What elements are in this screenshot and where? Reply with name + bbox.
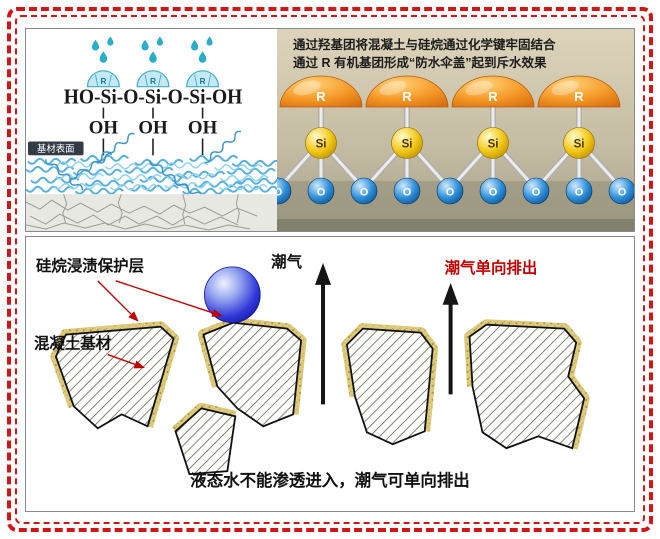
substrate-surface-badge: 基材表面 bbox=[27, 141, 84, 156]
si-atom-label: Si bbox=[316, 139, 327, 151]
o-atom-label: O bbox=[360, 187, 369, 199]
r-umbrella: R bbox=[537, 75, 621, 108]
moisture-label: 潮气 bbox=[271, 252, 302, 271]
r-group-label: R bbox=[100, 76, 106, 86]
bonding-caption-line-1: 通过羟基团将混凝土与硅烷通过化学键牢固结合 bbox=[293, 37, 556, 52]
concrete-tooth bbox=[171, 402, 237, 476]
r-umbrella-dome: R bbox=[86, 70, 120, 88]
concrete-tooth bbox=[197, 317, 307, 428]
o-atom: O bbox=[350, 177, 378, 205]
o-atom-label: O bbox=[618, 187, 627, 199]
oh-substrate-bond-lines bbox=[102, 138, 204, 156]
o-atom-label: O bbox=[403, 187, 412, 199]
o-atom-label: O bbox=[277, 187, 283, 199]
oh-label: OH bbox=[89, 117, 119, 138]
concrete-tooth bbox=[50, 321, 179, 430]
r-umbrella: R bbox=[279, 75, 363, 108]
concrete-tooth bbox=[464, 319, 590, 450]
si-atom: Si bbox=[477, 127, 509, 159]
substrate-annotation-arrow bbox=[107, 353, 145, 369]
concrete-crackle-texture bbox=[26, 194, 277, 231]
chemical-formula: HO-Si-O-Si-O-Si-OH bbox=[64, 85, 243, 109]
o-atom-label: O bbox=[575, 187, 584, 199]
o-atom: O bbox=[436, 177, 464, 205]
bonding-caption-line-2: 通过 R 有机基团形成“防水伞盖”起到斥水效果 bbox=[293, 55, 547, 70]
coating-annotation-arrow bbox=[97, 280, 139, 322]
moisture-up-arrow bbox=[315, 262, 331, 405]
oh-label: OH bbox=[138, 117, 168, 138]
si-atom-label: Si bbox=[488, 139, 499, 151]
r-umbrella: R bbox=[451, 75, 535, 108]
r-atom-label: R bbox=[488, 89, 498, 104]
concrete-tooth bbox=[341, 323, 439, 446]
panel-molecular-bonding: 通过羟基团将混凝土与硅烷通过化学键牢固结合 通过 R 有机基团形成“防水伞盖”起… bbox=[277, 28, 635, 232]
si-atom-label: Si bbox=[574, 139, 585, 151]
panel-moisture-diagram: 硅烷浸渍保护层 潮气 潮气单向排出 混凝土基材 液态水不能渗透进入，潮气可单向排… bbox=[25, 236, 635, 512]
coated-concrete-blocks bbox=[50, 317, 590, 476]
ground-band-dark bbox=[277, 219, 634, 231]
r-umbrella-dome: R bbox=[186, 70, 220, 88]
o-atom-group: O O O O O O O O O bbox=[277, 177, 634, 205]
r-umbrella-group: R R R R bbox=[279, 75, 621, 108]
si-atom: Si bbox=[305, 127, 337, 159]
o-atom-label: O bbox=[532, 187, 541, 199]
si-atom: Si bbox=[563, 127, 595, 159]
substrate-label: 混凝土基材 bbox=[34, 334, 112, 353]
o-atom: O bbox=[479, 177, 507, 205]
oh-label: OH bbox=[188, 117, 218, 138]
o-atom-label: O bbox=[489, 187, 498, 199]
water-droplet-icon bbox=[91, 36, 213, 63]
o-atom-label: O bbox=[446, 187, 455, 199]
o-atom: O bbox=[307, 177, 335, 205]
o-atom: O bbox=[608, 177, 634, 205]
moisture-diagram: 硅烷浸渍保护层 潮气 潮气单向排出 混凝土基材 液态水不能渗透进入，潮气可单向排… bbox=[34, 252, 590, 490]
si-atom-group: Si Si Si Si bbox=[305, 127, 595, 159]
substrate-surface-badge-label: 基材表面 bbox=[37, 143, 75, 154]
one-way-discharge-label: 潮气单向排出 bbox=[445, 258, 538, 277]
o-atom: O bbox=[277, 177, 292, 205]
si-atom: Si bbox=[391, 127, 423, 159]
si-oh-bond-lines bbox=[102, 107, 204, 119]
r-umbrella-dome-group: R R R bbox=[86, 70, 220, 88]
coating-annotation-arrow bbox=[115, 280, 223, 317]
bonding-diagram: 通过羟基团将混凝土与硅烷通过化学键牢固结合 通过 R 有机基团形成“防水伞盖”起… bbox=[277, 29, 634, 231]
moisture-up-arrow bbox=[442, 282, 459, 395]
o-atom: O bbox=[393, 177, 421, 205]
r-group-label: R bbox=[150, 76, 156, 86]
si-atom-label: Si bbox=[402, 139, 413, 151]
water-droplet-sphere bbox=[204, 266, 261, 324]
r-umbrella: R bbox=[365, 75, 449, 108]
silanol-diagram: R R R HO-Si-O-Si-O-Si-OH OH OH bbox=[26, 36, 277, 231]
r-atom-label: R bbox=[316, 89, 326, 104]
r-group-label: R bbox=[200, 76, 206, 86]
annotation-arrows bbox=[97, 280, 223, 369]
bottom-caption: 液态水不能渗透进入，潮气可单向排出 bbox=[190, 471, 470, 490]
o-atom: O bbox=[565, 177, 593, 205]
panel-silanol-structure: R R R HO-Si-O-Si-O-Si-OH OH OH bbox=[25, 28, 278, 232]
coating-label: 硅烷浸渍保护层 bbox=[36, 256, 144, 275]
r-atom-label: R bbox=[574, 89, 584, 104]
r-umbrella-dome: R bbox=[136, 70, 170, 88]
r-atom-label: R bbox=[402, 89, 412, 104]
o-atom: O bbox=[522, 177, 550, 205]
molecular-bonds bbox=[277, 102, 625, 192]
o-atom-label: O bbox=[317, 187, 326, 199]
